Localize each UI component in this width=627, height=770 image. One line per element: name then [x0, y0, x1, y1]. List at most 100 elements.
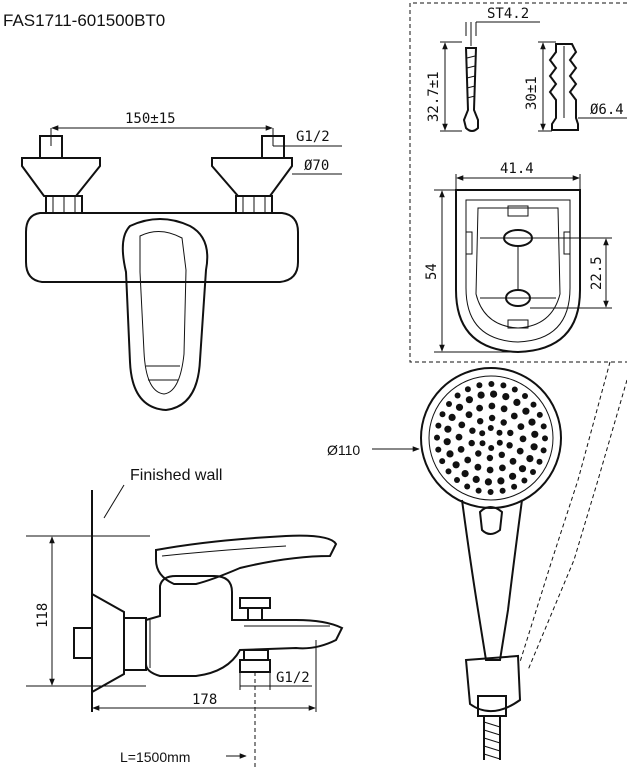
nozzle-hole — [477, 391, 485, 399]
front-view: 150±15 G1/2 Ø70 — [21, 111, 342, 412]
nozzle-hole — [448, 413, 456, 421]
nozzle-hole — [500, 382, 507, 389]
nozzle-hole — [464, 456, 472, 464]
accessory-box — [409, 2, 627, 363]
nozzle-hole — [439, 411, 446, 418]
nozzle-hole — [476, 404, 483, 412]
nozzle-hole — [487, 425, 494, 431]
dim-anchor-dia: Ø6.4 — [590, 102, 624, 118]
nozzle-hole — [517, 423, 525, 430]
nozzle-hole — [443, 438, 451, 446]
dim-head: Ø110 — [327, 442, 360, 458]
dim-bracket-height: 54 — [424, 263, 440, 280]
nozzle-hole — [472, 475, 480, 483]
nozzle-hole — [511, 386, 518, 393]
nozzle-hole — [498, 451, 505, 458]
dim-outlet-thread: G1/2 — [276, 670, 310, 686]
nozzle-hole — [508, 472, 517, 480]
nozzle-hole — [499, 464, 506, 472]
nozzle-hole — [439, 458, 446, 465]
nozzle-hole — [475, 487, 482, 494]
wall-label: Finished wall — [130, 467, 222, 484]
nozzle-hole — [464, 483, 471, 490]
nozzle-hole — [476, 382, 483, 389]
nozzle-hole — [500, 405, 508, 413]
nozzle-hole — [488, 381, 495, 387]
nozzle-hole — [530, 469, 536, 475]
nozzle-hole — [499, 487, 506, 494]
nozzle-hole — [461, 470, 469, 478]
nozzle-hole — [464, 386, 471, 393]
nozzle-hole — [454, 477, 460, 483]
nozzle-hole — [475, 450, 482, 457]
nozzle-hole — [513, 398, 521, 406]
nozzle-hole — [455, 433, 463, 441]
nozzle-hole — [530, 401, 537, 408]
nozzle-hole — [536, 458, 543, 465]
hand-shower: Ø110 — [327, 367, 562, 760]
nozzle-hole — [497, 477, 505, 485]
nozzle-hole — [507, 429, 514, 437]
dim-flange: Ø70 — [304, 158, 329, 174]
nozzle-hole — [455, 403, 464, 411]
nozzle-hole — [526, 455, 534, 463]
nozzle-hole — [522, 393, 528, 399]
nozzle-hole — [488, 402, 496, 410]
dim-side-height: 118 — [35, 603, 51, 628]
nozzle-hole — [536, 411, 543, 418]
nozzle-hole — [465, 396, 473, 404]
nozzle-hole — [457, 446, 465, 453]
nozzle-hole — [516, 447, 524, 455]
nozzle-hole — [522, 407, 530, 415]
dim-side-length: 178 — [192, 692, 217, 708]
nozzle-hole — [486, 466, 494, 474]
model-title: FAS1711-601500BT0 — [3, 11, 165, 30]
dim-bracket-width: 41.4 — [500, 161, 534, 177]
nozzle-hole — [531, 430, 539, 438]
nozzle-hole — [511, 483, 518, 490]
nozzle-hole — [488, 414, 496, 422]
dim-thread-front: G1/2 — [296, 129, 330, 145]
nozzle-hole — [465, 411, 473, 419]
anchor-drawing: 30±1 Ø6.4 — [524, 41, 627, 132]
nozzle-hole — [502, 393, 510, 401]
nozzle-hole — [474, 463, 482, 471]
screw-drawing: ST4.2 32.7±1 — [426, 6, 540, 132]
nozzle-hole — [486, 454, 494, 462]
nozzle-hole — [540, 447, 547, 454]
nozzle-hole — [530, 443, 538, 451]
hose-length: L=1500mm — [120, 749, 190, 765]
nozzle-hole — [444, 425, 452, 433]
dim-screw-thread: ST4.2 — [487, 6, 529, 22]
nozzle-hole — [445, 468, 452, 475]
nozzle-hole — [484, 478, 492, 486]
nozzle-hole — [540, 423, 547, 430]
dim-anchor-length: 30±1 — [524, 76, 540, 110]
nozzle-hole — [496, 429, 503, 436]
side-view: Finished wall 118 178 G1/2 L= — [26, 467, 344, 770]
nozzle-hole — [452, 461, 460, 469]
dim-screw-length: 32.7±1 — [426, 71, 442, 122]
nozzle-hole — [477, 418, 484, 425]
nozzle-hole — [479, 440, 486, 447]
nozzle-hole — [434, 434, 440, 441]
nozzle-hole — [468, 439, 475, 447]
nozzle-hole — [542, 435, 548, 442]
nozzle-hole — [496, 439, 503, 446]
dim-spacing: 150±15 — [125, 111, 176, 127]
nozzle-hole — [446, 401, 452, 407]
nozzle-hole — [454, 392, 461, 399]
nozzle-hole — [435, 422, 442, 429]
nozzle-hole — [518, 465, 527, 473]
nozzle-hole — [506, 442, 513, 449]
nozzle-hole — [528, 418, 536, 426]
nozzle-hole — [446, 450, 454, 458]
nozzle-hole — [479, 430, 486, 437]
nozzle-hole — [490, 390, 498, 398]
nozzle-hole — [519, 435, 527, 443]
nozzle-hole — [469, 427, 476, 434]
nozzle-hole — [435, 446, 442, 453]
dim-bracket-hole: 22.5 — [589, 256, 605, 290]
nozzle-hole — [510, 412, 518, 420]
